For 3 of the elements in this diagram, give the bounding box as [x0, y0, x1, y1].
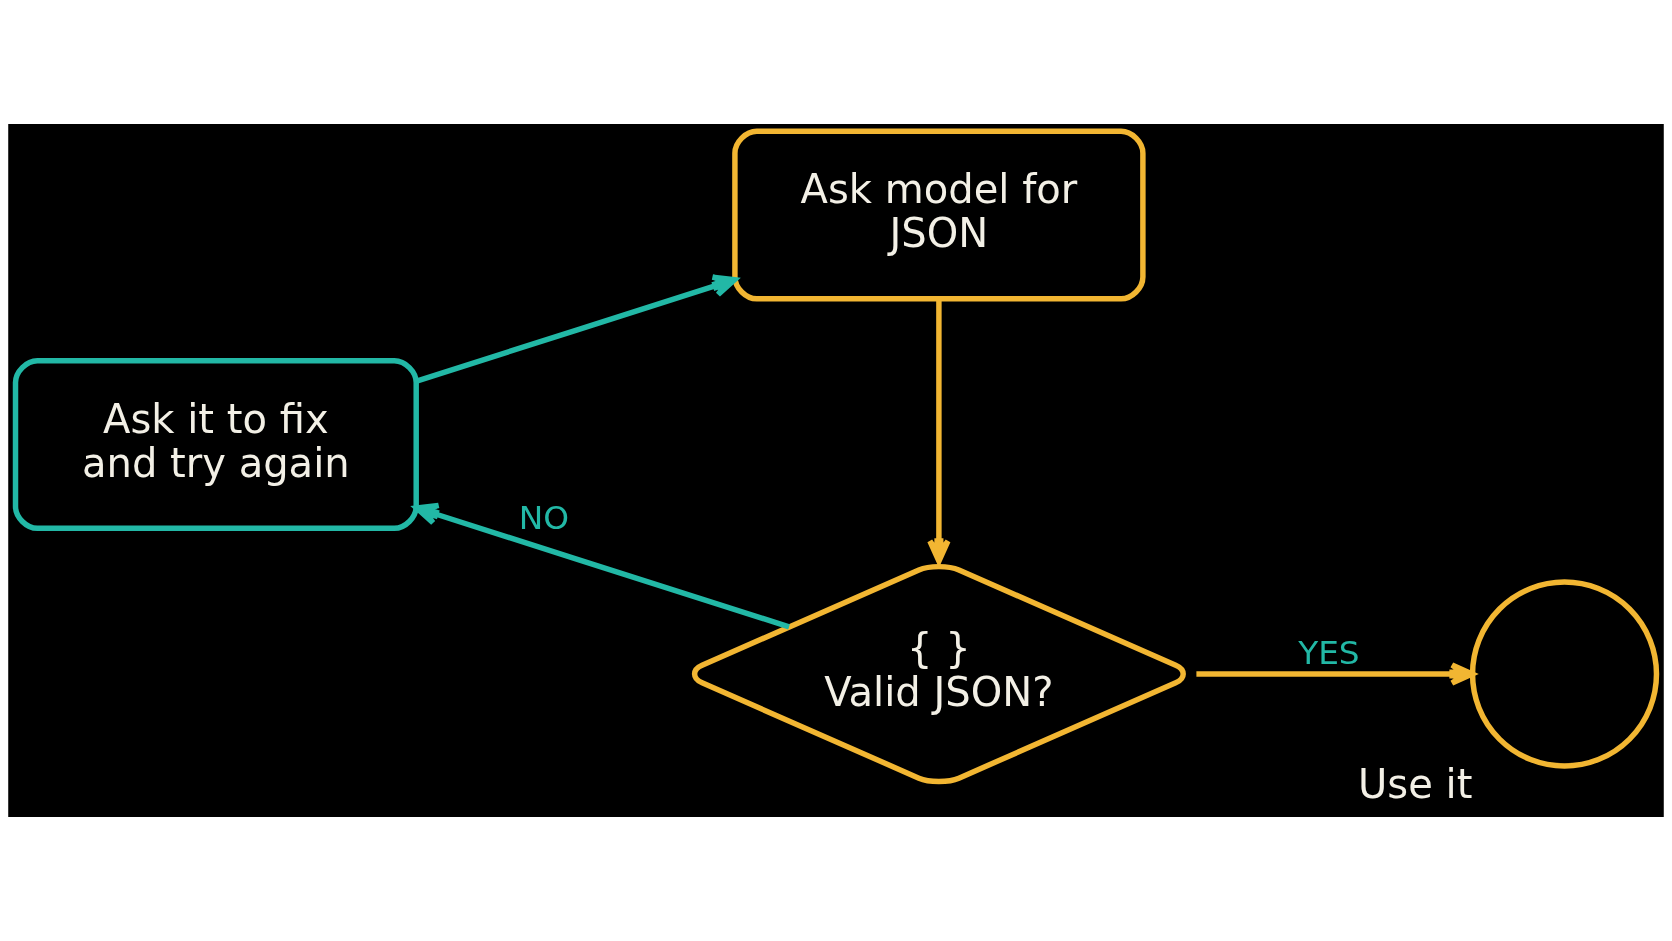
edge-label: YES [1298, 633, 1360, 672]
edge-label: NO [518, 499, 570, 538]
node-label: Use it [1357, 761, 1473, 808]
